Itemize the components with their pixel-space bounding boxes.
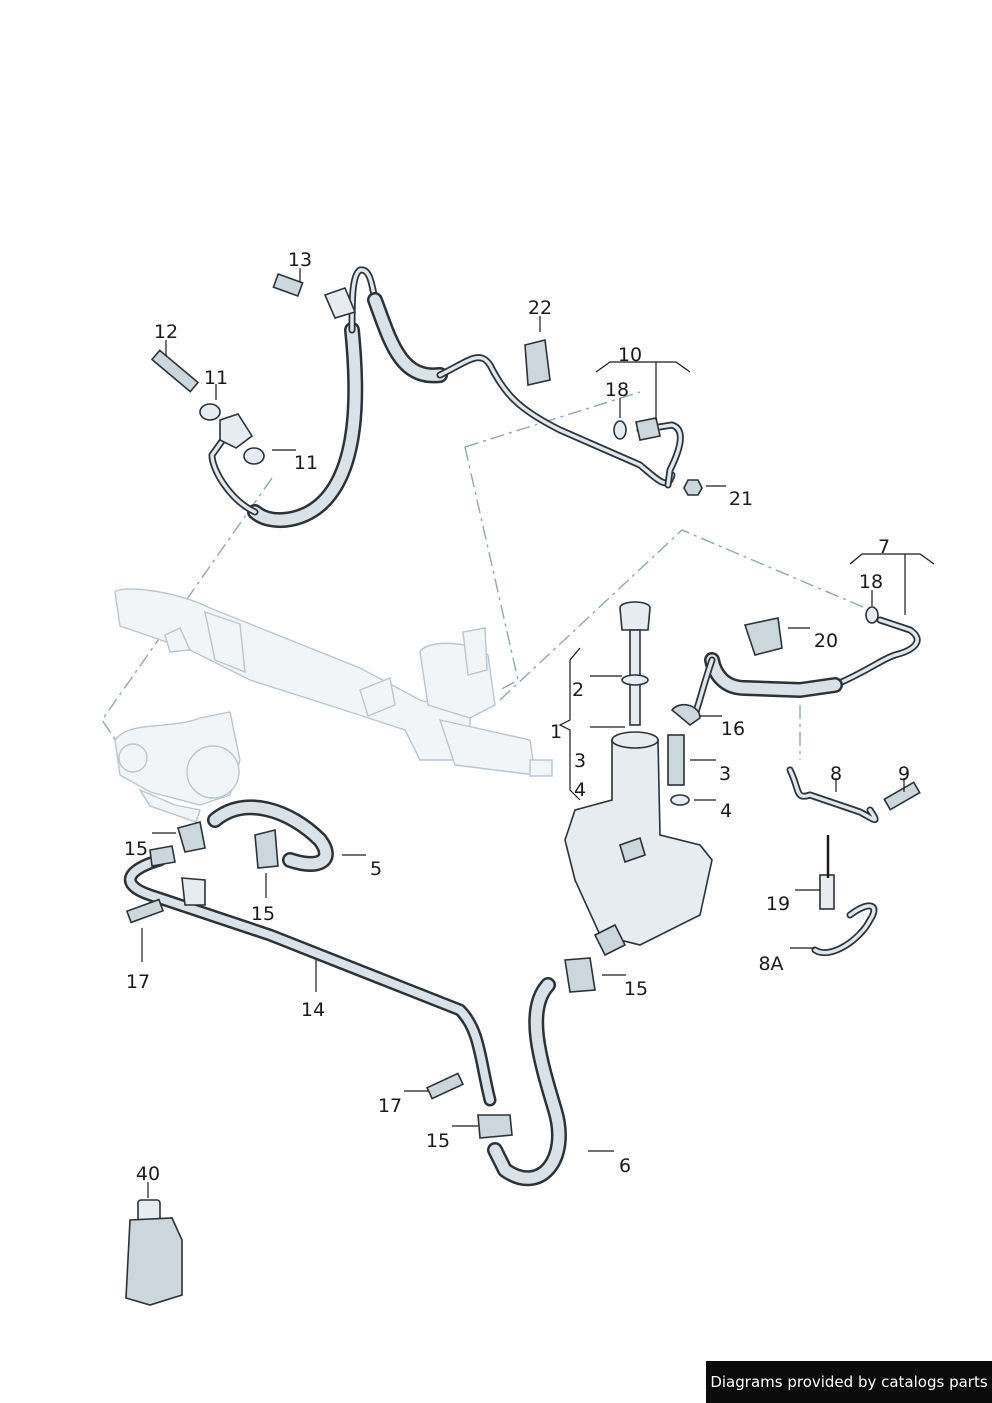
leader-lines: [141, 268, 935, 1198]
callout-15-lower: 15: [426, 1130, 450, 1152]
callout-40: 40: [136, 1163, 160, 1185]
callout-15-pump: 15: [124, 838, 148, 860]
callout-1: 1: [550, 721, 562, 743]
callout-18-right: 18: [859, 571, 883, 593]
callout-18-upper: 18: [605, 379, 629, 401]
callout-17-lower: 17: [378, 1095, 402, 1117]
return-pipe: [635, 417, 684, 489]
callout-12: 12: [154, 321, 178, 343]
callout-9: 9: [898, 763, 910, 785]
callout-6: 6: [619, 1155, 631, 1177]
callout-8A: 8A: [758, 953, 783, 975]
fluid-bottle: [125, 1199, 183, 1306]
callout-20: 20: [814, 630, 838, 652]
callout-2: 2: [572, 679, 584, 701]
callout-22: 22: [528, 297, 552, 319]
callout-17-left: 17: [126, 971, 150, 993]
callout-15-reservoir: 15: [624, 978, 648, 1000]
cooler-line: [691, 616, 921, 824]
callout-4-bracket: 4: [574, 779, 586, 801]
hardware: [125, 272, 921, 1139]
callout-11-lower: 11: [294, 452, 318, 474]
callout-11-upper: 11: [204, 367, 228, 389]
suction-hoses: [123, 799, 567, 1187]
callout-3-bolt: 3: [719, 763, 731, 785]
callout-7: 7: [878, 536, 890, 558]
fluid-reservoir: [564, 601, 713, 957]
callout-21: 21: [729, 488, 753, 510]
steering-rack: [114, 588, 553, 777]
footer-credit-badge: Diagrams provided by catalogs parts: [706, 1361, 992, 1403]
callout-10: 10: [618, 344, 642, 366]
callout-16: 16: [721, 718, 745, 740]
callout-19: 19: [766, 893, 790, 915]
power-steering-pump: [114, 711, 241, 823]
callout-3-bracket: 3: [574, 750, 586, 772]
callout-14: 14: [301, 999, 325, 1021]
pressure-hose: [208, 266, 676, 529]
callout-labels: 13 22 12 11 11 10 18 21 7 18 20 2 1 16 3…: [124, 249, 910, 1185]
callout-5: 5: [370, 858, 382, 880]
callout-8: 8: [830, 763, 842, 785]
footer-credit-text: Diagrams provided by catalogs parts: [710, 1373, 988, 1391]
callout-4-washer: 4: [720, 800, 732, 822]
callout-13: 13: [288, 249, 312, 271]
callout-15-hose5: 15: [251, 903, 275, 925]
